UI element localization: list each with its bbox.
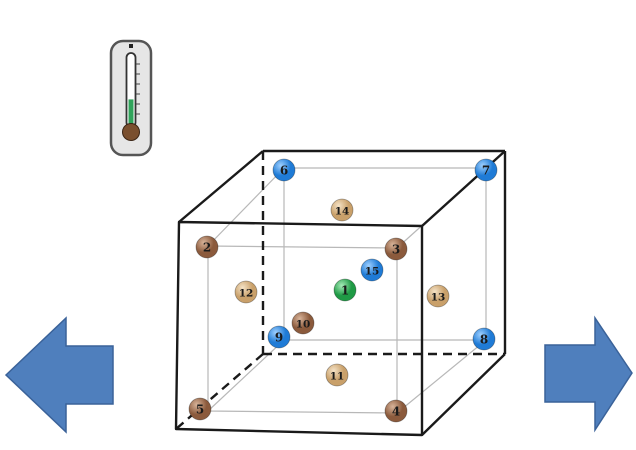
atom-label: 2 xyxy=(203,241,211,255)
atom-ball-4: 4 xyxy=(384,399,408,423)
atom-label: 13 xyxy=(431,292,446,304)
atom-label: 12 xyxy=(239,288,254,300)
atom-label: 6 xyxy=(280,164,288,178)
atom-ball-13: 13 xyxy=(426,284,450,308)
atom-label: 11 xyxy=(330,371,345,383)
atom-ball-10: 10 xyxy=(291,311,315,335)
atom-sphere xyxy=(384,399,408,423)
atom-ball-9: 9 xyxy=(267,325,291,349)
atom-ball-12: 12 xyxy=(234,280,258,304)
atom-label: 9 xyxy=(275,331,283,345)
atom-sphere xyxy=(384,237,408,261)
atom-sphere xyxy=(474,158,498,182)
atom-ball-7: 7 xyxy=(474,158,498,182)
atom-label: 7 xyxy=(482,164,490,178)
atom-sphere xyxy=(188,397,212,421)
atom-ball-1: 1 xyxy=(333,278,357,302)
arrow-left-icon[interactable] xyxy=(4,316,114,434)
atom-ball-14: 14 xyxy=(330,198,354,222)
atom-label: 14 xyxy=(335,206,350,218)
atom-sphere xyxy=(426,284,450,308)
atom-ball-3: 3 xyxy=(384,237,408,261)
atom-ball-11: 11 xyxy=(325,363,349,387)
atom-ball-15: 15 xyxy=(360,258,384,282)
atom-sphere xyxy=(325,363,349,387)
atom-label: 15 xyxy=(365,266,380,278)
thermometer-hanger xyxy=(129,44,133,48)
atom-label: 1 xyxy=(341,284,349,298)
atom-label: 8 xyxy=(480,333,488,347)
atom-label: 10 xyxy=(296,319,311,331)
atom-sphere xyxy=(195,235,219,259)
atom-ball-6: 6 xyxy=(272,158,296,182)
thermometer-bulb xyxy=(122,123,140,141)
atom-sphere xyxy=(267,325,291,349)
atom-sphere xyxy=(333,278,357,302)
atom-label: 4 xyxy=(392,405,400,419)
atom-ball-8: 8 xyxy=(472,327,496,351)
atom-label: 5 xyxy=(196,403,204,417)
atom-sphere xyxy=(360,258,384,282)
atom-sphere xyxy=(472,327,496,351)
atom-sphere xyxy=(330,198,354,222)
thermometer-ticks xyxy=(136,63,140,115)
atom-sphere xyxy=(234,280,258,304)
atom-ball-5: 5 xyxy=(188,397,212,421)
cube-hidden-edges xyxy=(175,151,505,430)
atom-sphere xyxy=(291,311,315,335)
atom-label: 3 xyxy=(392,243,400,257)
thermometer-fluid xyxy=(128,99,134,129)
atom-ball-2: 2 xyxy=(195,235,219,259)
arrow-right-icon[interactable] xyxy=(544,315,633,433)
thermometer-icon xyxy=(109,39,153,157)
atom-sphere xyxy=(272,158,296,182)
